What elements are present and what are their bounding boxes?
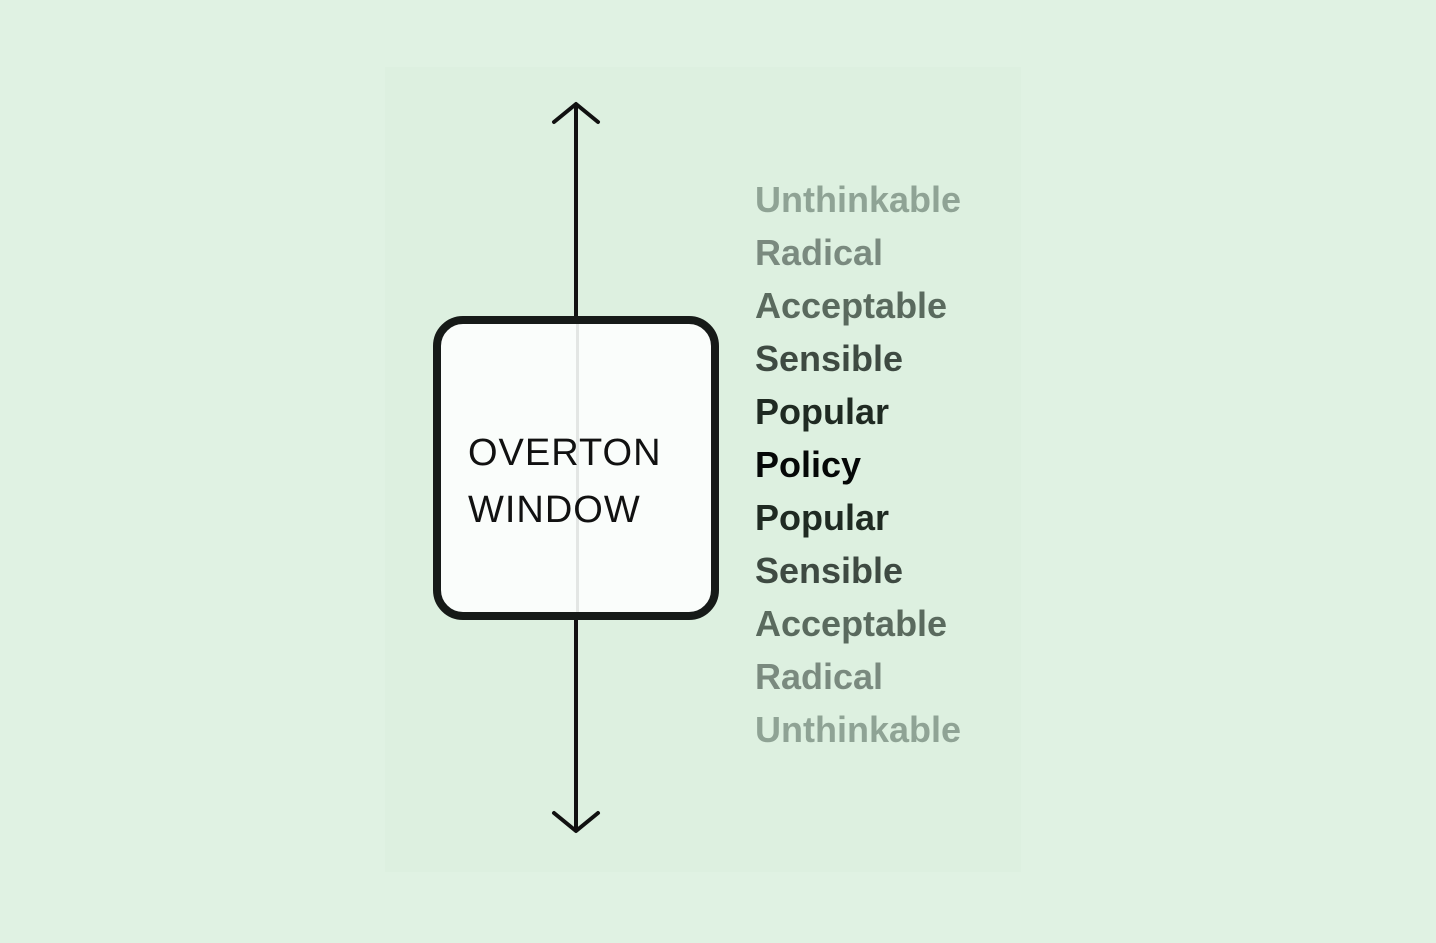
level-label: Acceptable xyxy=(755,285,948,326)
level-label: Sensible xyxy=(755,338,904,379)
level-label: Unthinkable xyxy=(755,179,962,220)
level-label: Popular xyxy=(755,391,890,432)
window-title-line-1: OVERTON xyxy=(468,432,662,474)
window-title: OVERTON WINDOW xyxy=(468,425,662,539)
level-label: Sensible xyxy=(755,550,904,591)
level-label: Radical xyxy=(755,656,884,697)
level-label: Popular xyxy=(755,497,890,538)
overton-window-box: OVERTON WINDOW xyxy=(433,316,719,620)
level-label: Radical xyxy=(755,232,884,273)
arrow-up-icon xyxy=(552,102,600,124)
level-label: Unthinkable xyxy=(755,709,962,750)
level-label: Acceptable xyxy=(755,603,948,644)
arrow-down-icon xyxy=(552,811,600,833)
axis-line-through-window xyxy=(576,324,579,612)
level-scale: Unthinkable Radical Acceptable Sensible … xyxy=(755,173,961,756)
window-title-line-2: WINDOW xyxy=(468,489,641,531)
level-label-policy: Policy xyxy=(755,444,862,485)
